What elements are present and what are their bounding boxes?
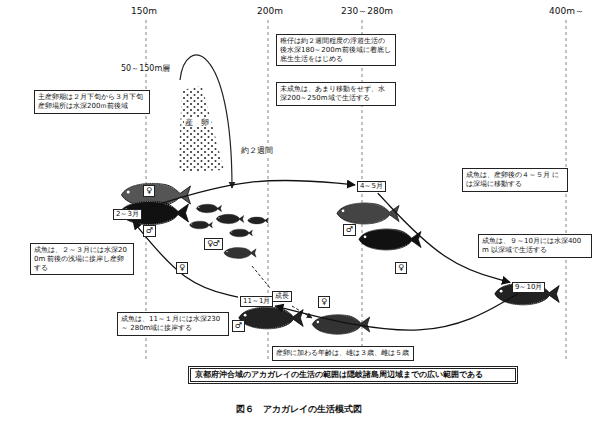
node-text: 産卵に加わる年齢は、雄は３歳、雌は５歳 xyxy=(276,349,410,358)
note-box: 成魚は、11～１月には水深230～ 280m域に接岸する xyxy=(117,312,229,336)
depth-label: 200m xyxy=(256,6,284,16)
note-box: 主産卵期は２月下旬から３月下旬 産卵場所は水深200ｍ前後域 xyxy=(34,90,150,114)
tag-box: ♀ xyxy=(318,296,330,308)
node-text: 主産卵期は２月下旬から３月下旬 産卵場所は水深200ｍ前後域 xyxy=(38,93,146,111)
growth-arrow xyxy=(252,266,312,318)
note-box: 産卵に加わる年齢は、雄は３歳、雌は５歳 xyxy=(272,346,414,361)
node-text: 9～10月 xyxy=(515,283,542,292)
tag-box: ♂ xyxy=(143,225,156,237)
note-box: 未成魚は、あまり移動をせず、水 深200～250m域で生活する xyxy=(276,82,396,106)
node-text: 未成魚は、あまり移動をせず、水 深200～250m域で生活する xyxy=(280,85,392,103)
tag-box: ♂ xyxy=(232,320,245,332)
eggs xyxy=(178,86,224,172)
node-text: 4～5月 xyxy=(360,182,383,191)
node-text: 成魚は、９～10月には水深400m 以深域で生活する xyxy=(482,237,588,255)
depth-label: 150m xyxy=(130,6,158,16)
note-box: 成魚は、９～10月には水深400m 以深域で生活する xyxy=(478,234,592,258)
node-text: ♀ xyxy=(398,263,404,273)
migration-arrow xyxy=(144,180,355,209)
caption: 図６ アカガレイの生活模式図 xyxy=(235,404,363,414)
node-text: 稚仔は約２週間程度の浮遊生活の 後水深180～200m前後域に着底し 底生生活を… xyxy=(280,37,392,63)
node-text: ♂ xyxy=(346,225,353,235)
tag-box: 2～3月 xyxy=(113,209,142,220)
depth-label: 400m～ xyxy=(548,6,585,16)
node-text: 11～1月 xyxy=(243,297,270,306)
range-box: 京都府沖合域のアカガレイの生活の範囲は隠岐諸島周辺域までの広い範囲である xyxy=(188,366,518,384)
tag-box: 4～5月 xyxy=(357,181,386,192)
node-text: 京都府沖合域のアカガレイの生活の範囲は隠岐諸島周辺域までの広い範囲である xyxy=(195,370,511,380)
tag-box: 11～1月 xyxy=(240,296,273,307)
node-text: ♂ xyxy=(146,226,153,236)
note-label: 産 卵 xyxy=(184,118,210,127)
tag-box: 9～10月 xyxy=(512,282,545,293)
node-text: 成長 xyxy=(275,292,289,301)
tag-box: ♀♂ xyxy=(204,238,223,250)
node-text: 2～3月 xyxy=(116,210,139,219)
migration-arrow xyxy=(133,221,238,297)
node-text: ♀ xyxy=(321,297,327,307)
node-text: ♀♂ xyxy=(207,239,220,249)
node-text: ♀ xyxy=(146,186,152,196)
tag-box: ♀ xyxy=(395,262,407,274)
note-label: 約２週間 xyxy=(240,146,274,155)
node-text: ♀ xyxy=(179,263,185,273)
node-text: 成魚は、２～３月には水深200m 前後の浅場に接岸し産卵する xyxy=(34,246,130,272)
tag-box: ♀ xyxy=(143,185,155,197)
node-text: 成魚は、11～１月には水深230～ 280m域に接岸する xyxy=(121,315,225,333)
note-box: 成魚は、２～３月には水深200m 前後の浅場に接岸し産卵する xyxy=(30,243,134,275)
node-text: 成魚は、産卵後の４～５月 には深場に移動する xyxy=(466,171,564,189)
note-label: 50～150m層 xyxy=(120,64,171,73)
tag-box: ♂ xyxy=(343,224,356,236)
tag-box: ♀ xyxy=(176,262,188,274)
node-text: ♂ xyxy=(235,321,242,331)
tag-box: 成長 xyxy=(272,291,292,302)
drift-arrow xyxy=(180,55,232,188)
note-box: 成魚は、産卵後の４～５月 には深場に移動する xyxy=(462,168,568,192)
migration-arrow xyxy=(275,294,517,330)
depth-label: 230～280m xyxy=(340,6,394,16)
note-box: 稚仔は約２週間程度の浮遊生活の 後水深180～200m前後域に着底し 底生生活を… xyxy=(276,34,396,66)
